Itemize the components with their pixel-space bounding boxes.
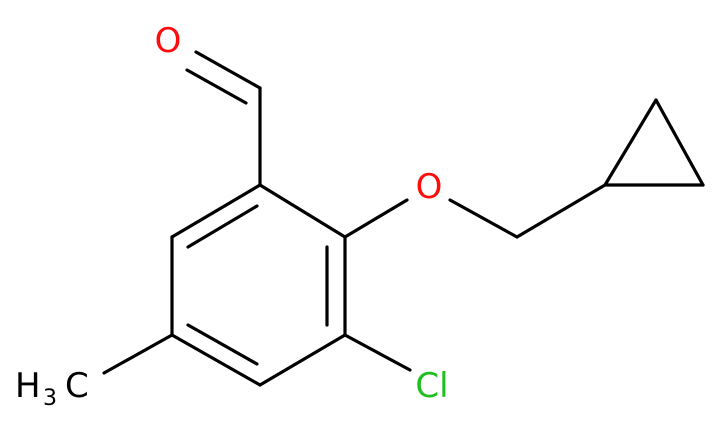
bond-c6-c1 [170,183,262,239]
bond-c6-c1-inner [186,204,259,249]
carbonyl-oxygen-label: O [155,21,182,61]
bond-c1-c2 [258,183,347,239]
bond-cp1-cp2 [603,98,658,187]
bond-c4-c5-inner [186,323,259,366]
bond-c3-cl [343,333,412,372]
chlorine-label: Cl [415,366,448,406]
methyl-subscript-label: 3 [43,386,57,411]
bonds [102,50,705,387]
bond-c3-c4 [258,333,347,387]
ether-oxygen-label: O [416,167,443,207]
methyl-h-label: H [15,366,41,406]
bond-cho-o-double [185,68,248,105]
bond-o-ch2 [448,198,519,239]
bond-ch2-cp [515,183,607,239]
bond-cho-o [194,50,262,90]
bond-c2-o [343,198,409,239]
bond-c5-ch3 [102,333,174,375]
bond-cp2-cp3 [654,98,705,187]
methyl-c-label: C [65,366,89,406]
bond-c4-c5 [170,333,262,387]
atom-labels: O O Cl H 3 C [15,21,449,411]
